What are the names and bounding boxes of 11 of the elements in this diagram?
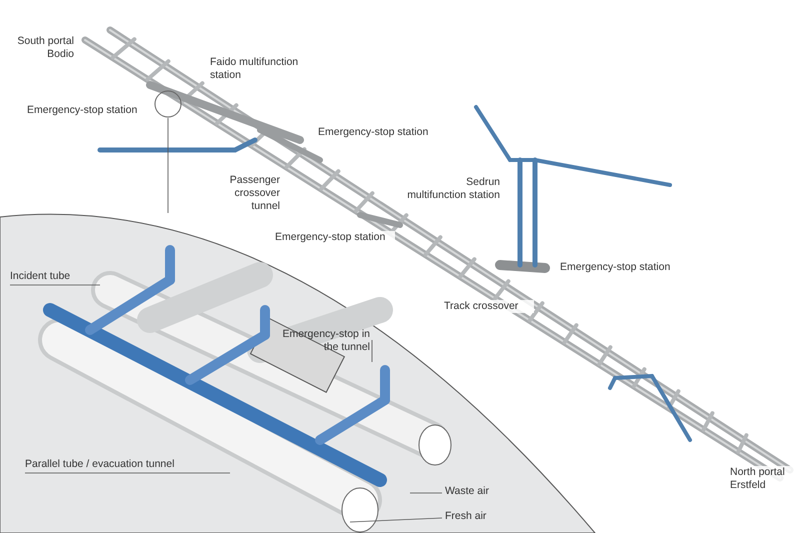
callout-label: Parallel tube / evacuation tunnel xyxy=(25,458,174,471)
callout-label: Fresh air xyxy=(445,510,486,523)
station-label: Emergency-stop station xyxy=(275,231,395,244)
leader-line xyxy=(410,492,442,494)
callout-label: Waste air xyxy=(445,485,489,498)
magnifier-circle xyxy=(154,90,182,118)
leader-line xyxy=(350,518,442,522)
leader-line xyxy=(10,284,100,286)
leader-line xyxy=(24,472,230,474)
tube-label: Incident tube xyxy=(10,270,70,283)
station-label: Track crossover xyxy=(444,300,534,313)
